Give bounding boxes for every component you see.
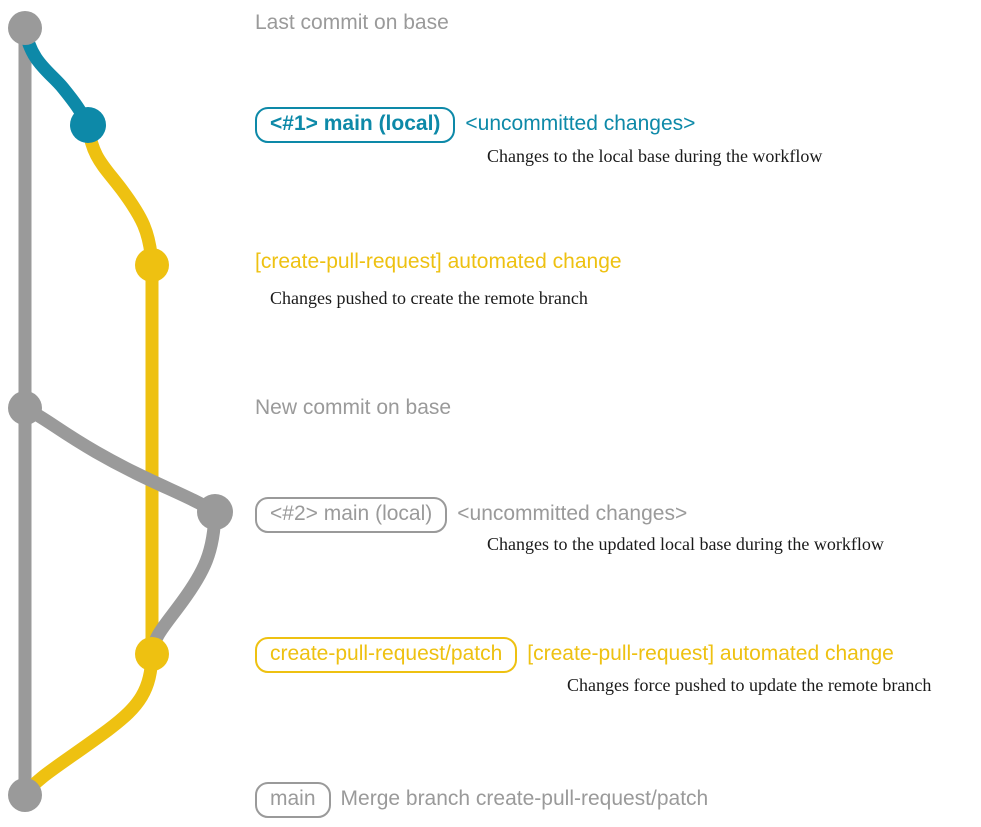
commit-note-local-2: Changes to the updated local base during… <box>487 534 884 554</box>
commit-node-patch-2[interactable] <box>135 637 169 671</box>
commit-note-patch-2: Changes force pushed to update the remot… <box>567 675 932 695</box>
commit-subject-patch-2: [create-pull-request] automated change <box>527 642 894 665</box>
commit-subject-base-3: Merge branch create-pull-request/patch <box>340 787 709 810</box>
commit-row-local-1: <#1> main (local) <uncommitted changes> <box>255 107 696 144</box>
merge-line-patch-2-into-base-3 <box>18 647 159 802</box>
branch-pill-main[interactable]: main <box>255 782 331 819</box>
commit-row-patch-1: [create-pull-request] automated change <box>255 250 622 273</box>
branch-pill-main-local-2[interactable]: <#2> main (local) <box>255 497 448 534</box>
commit-graph <box>8 11 233 812</box>
commit-subject-local-2: <uncommitted changes> <box>457 502 688 525</box>
merge-line-local-2-into-patch-2 <box>145 505 222 661</box>
branch-pill-create-pull-request-patch[interactable]: create-pull-request/patch <box>255 637 518 674</box>
commit-node-base-2[interactable] <box>8 391 42 425</box>
commit-row-patch-2: create-pull-request/patch [create-pull-r… <box>255 637 894 674</box>
commit-node-local-2[interactable] <box>197 494 233 530</box>
branch-pill-main-local-1[interactable]: <#1> main (local) <box>255 107 456 144</box>
commit-subject-patch-1: [create-pull-request] automated change <box>255 250 622 273</box>
branch-line-patch-1 <box>81 118 159 272</box>
commit-subject-base-2: New commit on base <box>255 396 452 419</box>
commit-note-patch-1: Changes pushed to create the remote bran… <box>270 288 588 308</box>
commit-row-base-3: main Merge branch create-pull-request/pa… <box>255 782 709 819</box>
commit-node-base-3[interactable] <box>8 778 42 812</box>
commit-subject-base-1: Last commit on base <box>255 11 449 34</box>
commit-subject-local-1: <uncommitted changes> <box>465 112 696 135</box>
branch-line-local-2 <box>18 401 222 519</box>
commit-row-local-2: <#2> main (local) <uncommitted changes> <box>255 497 688 534</box>
commit-node-patch-1[interactable] <box>135 248 169 282</box>
commit-node-local-1[interactable] <box>70 107 106 143</box>
commit-note-local-1: Changes to the local base during the wor… <box>487 146 823 166</box>
commit-node-base-1[interactable] <box>8 11 42 45</box>
